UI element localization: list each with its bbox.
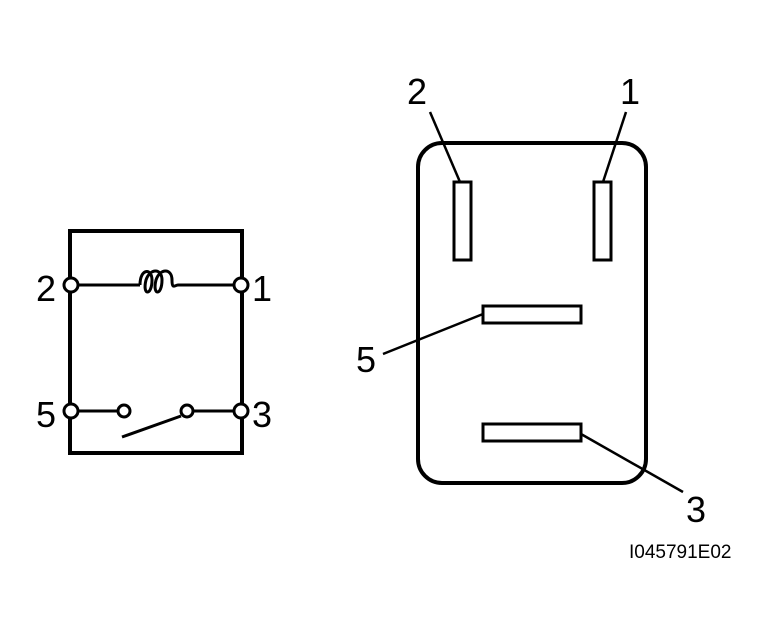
terminal-label-2: 2 xyxy=(36,268,56,309)
pin-label-1: 1 xyxy=(620,71,640,112)
leader-line-1 xyxy=(601,111,628,183)
switch-blade xyxy=(121,414,182,439)
schematic-frame xyxy=(68,229,244,455)
pin-2-slot xyxy=(452,180,473,262)
relay-connector xyxy=(382,111,684,494)
pin-label-3: 3 xyxy=(686,489,706,530)
switch-contact-fixed xyxy=(116,403,132,419)
terminal-label-5: 5 xyxy=(36,394,56,435)
coil-symbol xyxy=(138,269,179,294)
terminal-3-dot xyxy=(232,402,250,420)
pin-1-slot xyxy=(592,180,613,262)
pin-label-5: 5 xyxy=(356,339,376,380)
terminal-label-3: 3 xyxy=(252,394,272,435)
leader-line-5 xyxy=(382,312,484,356)
leader-line-2 xyxy=(428,111,462,183)
connector-body xyxy=(416,141,648,485)
reference-code: I045791E02 xyxy=(629,542,732,563)
switch-contact-moving xyxy=(179,403,195,419)
pin-label-2: 2 xyxy=(407,71,427,112)
pin-3-slot xyxy=(481,422,583,443)
terminal-2-dot xyxy=(62,276,80,294)
leader-line-3 xyxy=(580,432,684,494)
terminal-5-dot xyxy=(62,402,80,420)
relay-schematic xyxy=(62,229,250,455)
terminal-1-dot xyxy=(232,276,250,294)
pin-5-slot xyxy=(481,304,583,325)
terminal-label-1: 1 xyxy=(252,268,272,309)
